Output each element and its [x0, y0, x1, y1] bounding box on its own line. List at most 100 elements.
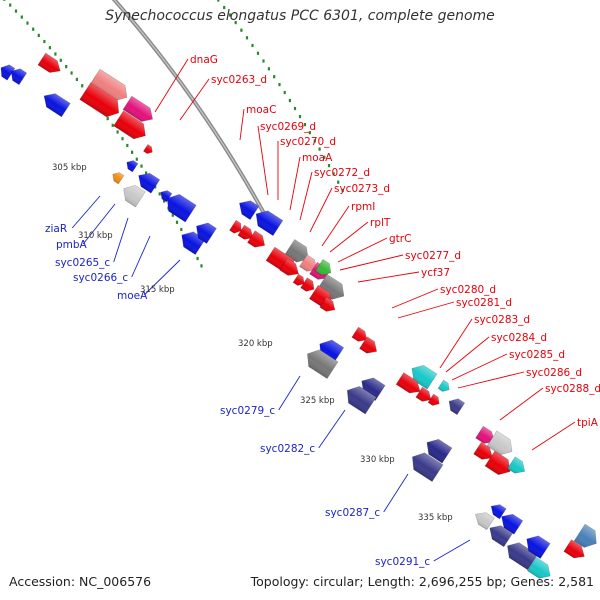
tick-dot [180, 227, 183, 232]
tick-dot [217, 0, 220, 2]
leader-line [257, 125, 269, 196]
leader-line [457, 371, 525, 389]
accession-text: Accession: NC_006576 [9, 574, 152, 589]
gene-arrow [489, 525, 513, 548]
tick-dot [145, 171, 148, 175]
gene-arrow [0, 64, 16, 81]
tick-dot [323, 155, 326, 159]
gene-arrow [247, 230, 266, 248]
tick-dot [116, 130, 119, 134]
gene-label-forward: syc0273_d [334, 183, 390, 195]
gene-arrow [563, 539, 585, 559]
gene-arrow [307, 349, 339, 379]
leader-line [321, 205, 350, 247]
topology-summary: Topology: circular; Length: 2,696,255 bp… [250, 574, 594, 589]
gene-arrow [437, 379, 450, 392]
leader-line [397, 301, 455, 319]
gene-arrow [319, 296, 336, 312]
tick-dot [332, 172, 335, 176]
tick-dot [341, 188, 344, 193]
tick-dot [256, 51, 260, 55]
gene-arrow [351, 326, 368, 342]
tick-dot [126, 143, 129, 148]
gene-label-forward: syc0284_d [491, 332, 547, 344]
tick-dot [81, 84, 84, 88]
gene-arrow [112, 172, 125, 185]
tick-dot [298, 114, 302, 119]
gene-arrow [507, 542, 538, 571]
gene-arrow [138, 172, 161, 194]
leader-line [445, 336, 490, 373]
tick-dot [308, 131, 311, 135]
gene-arrow [475, 512, 495, 531]
gene-arrow [143, 144, 153, 154]
map-title: Synechococcus elongatus PCC 6301, comple… [105, 8, 495, 24]
leader-line [357, 271, 420, 283]
gene-arrow [484, 450, 511, 476]
tick-dot [3, 0, 6, 1]
tick-dot [313, 139, 316, 143]
gene-arrow [123, 185, 146, 208]
backbone-highlight [113, 0, 274, 230]
gene-arrow [126, 160, 139, 173]
gene-label-reverse: syc0287_c [325, 507, 380, 519]
tick-dot [32, 27, 35, 31]
tick-dot [140, 164, 143, 168]
tick-dot [278, 83, 281, 87]
gene-arrow [415, 386, 432, 402]
genome-backbone [111, 0, 275, 231]
tick-dot [283, 90, 286, 95]
gene-arrow [279, 257, 299, 276]
tick-dot [228, 13, 232, 17]
leader-line [339, 254, 404, 271]
leader-line [143, 259, 181, 296]
gene-arrow [490, 504, 507, 520]
gene-label-forward: syc0286_d [526, 367, 582, 379]
gene-label-reverse: syc0291_c [375, 556, 430, 568]
gene-arrow [427, 393, 440, 406]
gene-arrow [346, 386, 377, 415]
label-leader-lines [71, 58, 576, 562]
leader-line [318, 409, 346, 449]
gene-label-reverse: syc0279_c [220, 405, 275, 417]
leader-line [278, 375, 301, 411]
gene-arrow [237, 224, 254, 240]
gene-label-forward: rpmI [351, 201, 375, 213]
gene-arrow [89, 68, 128, 101]
gene-arrow [411, 364, 438, 390]
leader-line [179, 78, 210, 121]
gene-arrow [412, 452, 444, 482]
gene-label-forward: syc0270_d [280, 136, 336, 148]
tick-dot [121, 137, 124, 141]
gene-arrow [573, 523, 597, 548]
gene-label-forward: dnaG [190, 54, 218, 66]
gene-arrow [166, 194, 197, 223]
gene-label-forward: gtrC [389, 233, 411, 245]
tick-dot [163, 199, 166, 203]
gene-arrow [255, 210, 284, 237]
tick-dot [175, 220, 179, 224]
tick-dot [65, 65, 68, 69]
tick-dot [131, 150, 134, 154]
gene-arrow [113, 110, 146, 140]
gene-label-forward: syc0263_d [211, 74, 267, 86]
leader-line [499, 387, 544, 421]
gene-arrow [299, 254, 318, 272]
tick-dot [327, 164, 331, 168]
tick-label: 310 kbp [78, 231, 113, 241]
tick-dot [318, 147, 321, 151]
gene-arrow [79, 82, 120, 118]
tick-dot [337, 180, 340, 184]
gene-arrow [239, 200, 260, 221]
gene-label-forward: syc0285_d [509, 349, 565, 361]
gene-arrow [507, 456, 526, 474]
gene-label-reverse: moeA [117, 290, 148, 302]
gene-arrow [395, 372, 421, 394]
gene-label-forward: syc0281_d [456, 297, 512, 309]
tick-dot [200, 264, 203, 268]
gene-label-forward: ycf37 [421, 267, 450, 279]
leader-line [239, 108, 245, 141]
tick-dot [111, 123, 114, 127]
gene-label-reverse: syc0282_c [260, 443, 315, 455]
